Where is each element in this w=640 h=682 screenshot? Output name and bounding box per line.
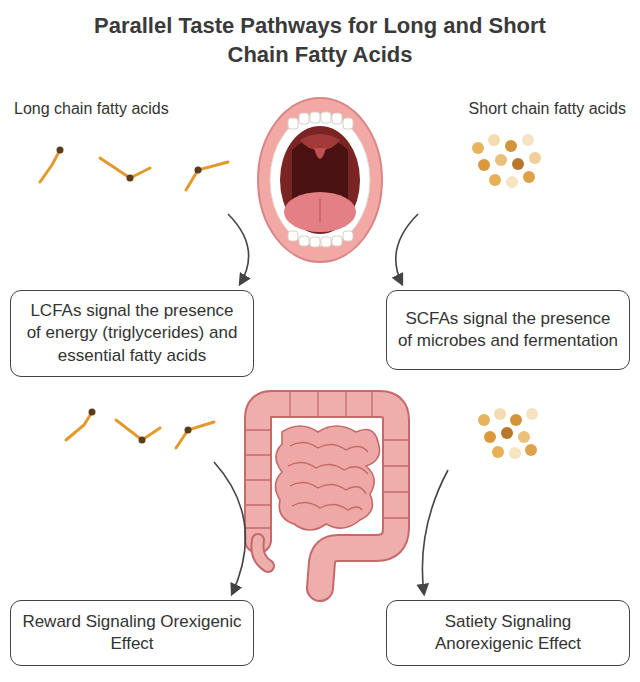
section-label: Long chain fatty acids — [14, 100, 169, 118]
colon-folds — [290, 392, 372, 416]
lcfa-molecules — [100, 158, 150, 178]
scfa-molecules — [484, 431, 496, 443]
lcfa-molecules — [66, 412, 92, 440]
text-box: Reward Signaling Orexigenic Effect — [10, 600, 254, 666]
scfa-molecules — [512, 158, 524, 170]
carboxyl-dots — [57, 147, 64, 154]
intestine-illustration — [257, 540, 268, 566]
carboxyl-dots — [139, 437, 146, 444]
colon-folds — [384, 440, 408, 518]
small-intestine-coils — [288, 462, 368, 474]
teeth — [288, 231, 298, 241]
intestine-illustration — [258, 404, 396, 588]
mouth-illustration — [280, 126, 360, 234]
scfa-molecules — [523, 171, 535, 183]
small-intestine-coils — [292, 502, 362, 510]
scfa-molecules — [529, 152, 541, 164]
scfa-molecules — [526, 408, 538, 420]
pathway-arrow — [214, 462, 245, 594]
scfa-molecules — [489, 174, 501, 186]
colon-folds — [246, 430, 270, 528]
diagram-title: Parallel Taste Pathways for Long and Sho… — [80, 12, 560, 69]
intestine-illustration — [257, 404, 396, 588]
teeth — [343, 118, 353, 129]
lcfa-molecules — [176, 422, 214, 448]
pathway-arrow — [214, 214, 448, 594]
teeth — [321, 112, 331, 123]
lcfa-molecules — [186, 162, 228, 190]
box-text: Satiety Signaling Anorexigenic Effect — [397, 611, 619, 655]
intestine-illustration — [258, 404, 396, 588]
box-text: SCFAs signal the presence of microbes an… — [397, 308, 619, 352]
scfa-molecules — [510, 414, 522, 426]
carboxyl-dots — [195, 167, 202, 174]
small-intestine — [275, 426, 379, 530]
pathway-arrow — [422, 470, 448, 594]
mouth-illustration — [284, 192, 356, 232]
scfa-molecules — [509, 447, 521, 459]
section-label: Short chain fatty acids — [469, 100, 626, 118]
scfa-molecules — [492, 446, 504, 458]
mouth-illustration — [270, 114, 370, 246]
scfa-molecules — [488, 134, 500, 146]
teeth — [321, 237, 331, 247]
lcfa-molecules — [40, 150, 60, 182]
mouth-illustration — [314, 148, 326, 159]
teeth — [343, 231, 353, 241]
scfa-molecules — [518, 431, 530, 443]
intestine-illustration — [257, 540, 268, 566]
small-intestine-coils — [288, 442, 368, 510]
scfa-molecules — [522, 134, 534, 146]
scfa-molecules — [506, 176, 518, 188]
scfa-molecules — [495, 154, 507, 166]
box-text: Reward Signaling Orexigenic Effect — [21, 611, 243, 655]
scfa-molecules — [501, 427, 513, 439]
text-box: SCFAs signal the presence of microbes an… — [386, 290, 630, 370]
scfa-molecules — [505, 140, 517, 152]
teeth — [299, 236, 309, 246]
teeth — [332, 236, 342, 246]
mouth-illustration — [319, 198, 321, 222]
pathway-arrow — [396, 214, 418, 284]
mouth-illustration — [300, 134, 340, 150]
small-intestine — [275, 426, 379, 530]
teeth — [310, 112, 320, 123]
small-intestine-coils — [290, 442, 368, 452]
scfa-molecules — [478, 159, 490, 171]
mouth-illustration — [258, 98, 382, 262]
box-text: LCFAs signal the presence of energy (tri… — [21, 300, 243, 366]
text-box: Satiety Signaling Anorexigenic Effect — [386, 600, 630, 666]
pathway-arrow — [228, 214, 249, 284]
carboxyl-dots — [185, 427, 192, 434]
carboxyl-dots — [89, 409, 96, 416]
scfa-molecules — [472, 142, 484, 154]
small-intestine-coils — [290, 482, 366, 494]
teeth — [332, 113, 342, 124]
mouth-illustration — [258, 98, 382, 262]
lcfa-molecules — [116, 420, 160, 440]
scfa-molecules — [478, 414, 490, 426]
teeth — [310, 237, 320, 247]
carboxyl-dots — [127, 175, 134, 182]
scfa-molecules — [525, 444, 537, 456]
teeth — [288, 112, 353, 247]
teeth — [299, 113, 309, 124]
scfa-molecules — [494, 408, 506, 420]
teeth — [288, 118, 298, 129]
text-box: LCFAs signal the presence of energy (tri… — [10, 290, 254, 377]
